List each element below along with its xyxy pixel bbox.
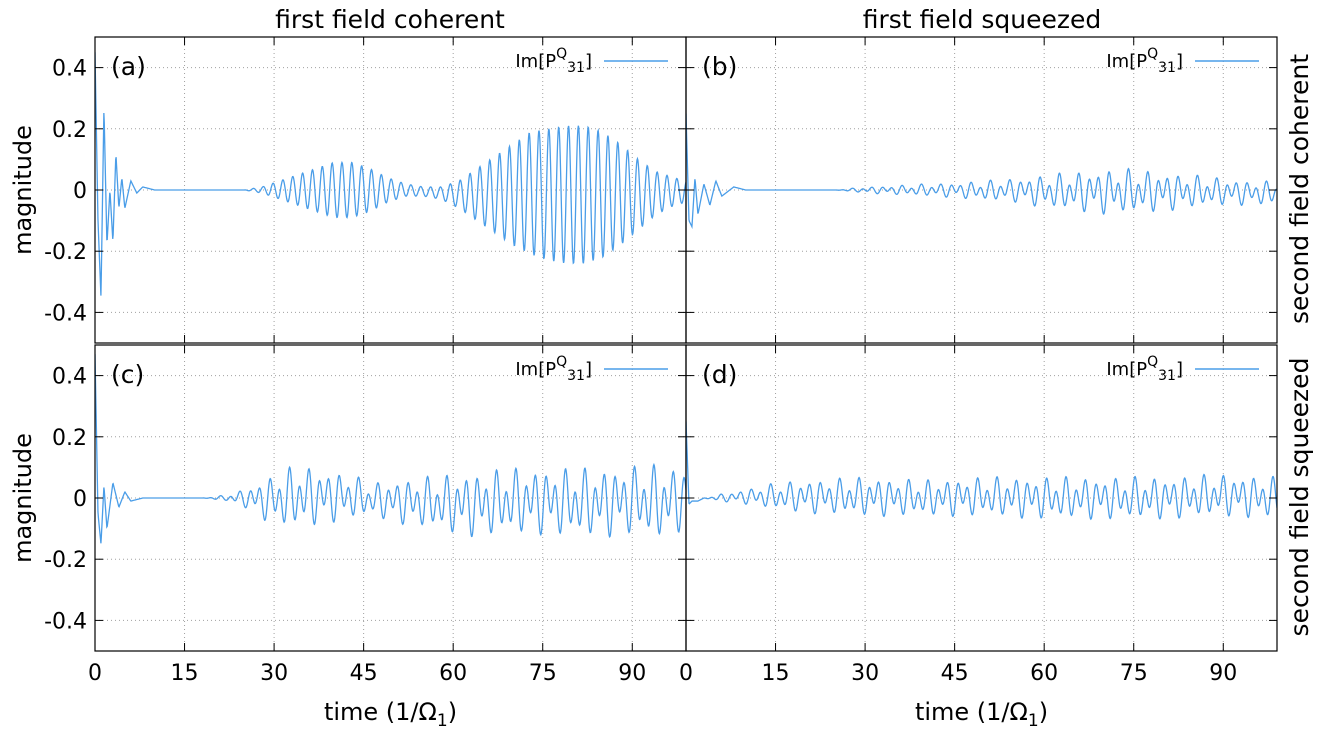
panel-letter: (b) <box>702 52 737 81</box>
x-tick-label: 75 <box>1120 661 1148 686</box>
y-axis-title: magnitude <box>9 433 37 563</box>
x-tick-label: 45 <box>350 661 378 686</box>
panel-letter: (a) <box>111 52 146 81</box>
row-title-bottom: second field squeezed <box>1285 358 1314 637</box>
y-axis-title: magnitude <box>9 125 37 255</box>
column-title-right: first field squeezed <box>863 5 1102 34</box>
panel-b: (b) Im[PQ31] <box>685 36 1278 344</box>
y-tick-label: -0.2 <box>44 548 87 573</box>
x-tick-label: 60 <box>439 661 467 686</box>
y-tick-label: -0.2 <box>44 240 87 265</box>
series-line-im-pq31 <box>95 354 686 544</box>
y-tick-label: 0.2 <box>52 426 87 451</box>
x-tick-label: 60 <box>1030 661 1058 686</box>
panel-c: 0.4 0.2 0 -0.2 -0.4 magnitude 0 15 30 45 60 75 90 tim… <box>9 344 687 730</box>
row-title-top: second field coherent <box>1285 54 1314 324</box>
column-title-left: first field coherent <box>275 5 505 34</box>
y-tick-label: 0.4 <box>52 57 87 82</box>
x-tick-label: 15 <box>762 661 790 686</box>
x-axis-title: time (1/Ω1) <box>324 698 457 730</box>
series-line-im-pq31 <box>686 421 1277 521</box>
panel-letter: (c) <box>111 360 144 389</box>
y-tick-label: 0.2 <box>52 118 87 143</box>
x-tick-label: 45 <box>941 661 969 686</box>
x-tick-label: 0 <box>679 661 693 686</box>
legend-label: Im[PQ31] <box>1106 354 1183 384</box>
x-axis-title: time (1/Ω1) <box>915 698 1048 730</box>
legend-label: Im[PQ31] <box>515 354 592 384</box>
x-tick-label: 90 <box>1209 661 1237 686</box>
panel-d: 0 15 30 45 60 75 90 time (1/Ω1) (d) Im[PQ31] <box>679 344 1278 730</box>
panel-letter: (d) <box>702 360 737 389</box>
x-tick-label: 30 <box>851 661 879 686</box>
x-tick-label: 75 <box>529 661 557 686</box>
series-line-im-pq31 <box>95 52 686 296</box>
y-tick-label: -0.4 <box>44 609 87 634</box>
y-tick-label: 0 <box>73 179 87 204</box>
x-tick-label: 90 <box>618 661 646 686</box>
legend-label: Im[PQ31] <box>515 46 592 76</box>
y-tick-label: 0 <box>73 487 87 512</box>
y-tick-label: 0.4 <box>52 365 87 390</box>
panel-a: 0.4 0.2 0 -0.2 -0.4 magnitude (a) Im[PQ31] <box>9 36 687 344</box>
legend-label: Im[PQ31] <box>1106 46 1183 76</box>
y-tick-label: -0.4 <box>44 301 87 326</box>
x-tick-label: 30 <box>260 661 288 686</box>
x-tick-label: 0 <box>88 661 102 686</box>
x-tick-label: 15 <box>171 661 199 686</box>
series-line-im-pq31 <box>686 113 1277 230</box>
